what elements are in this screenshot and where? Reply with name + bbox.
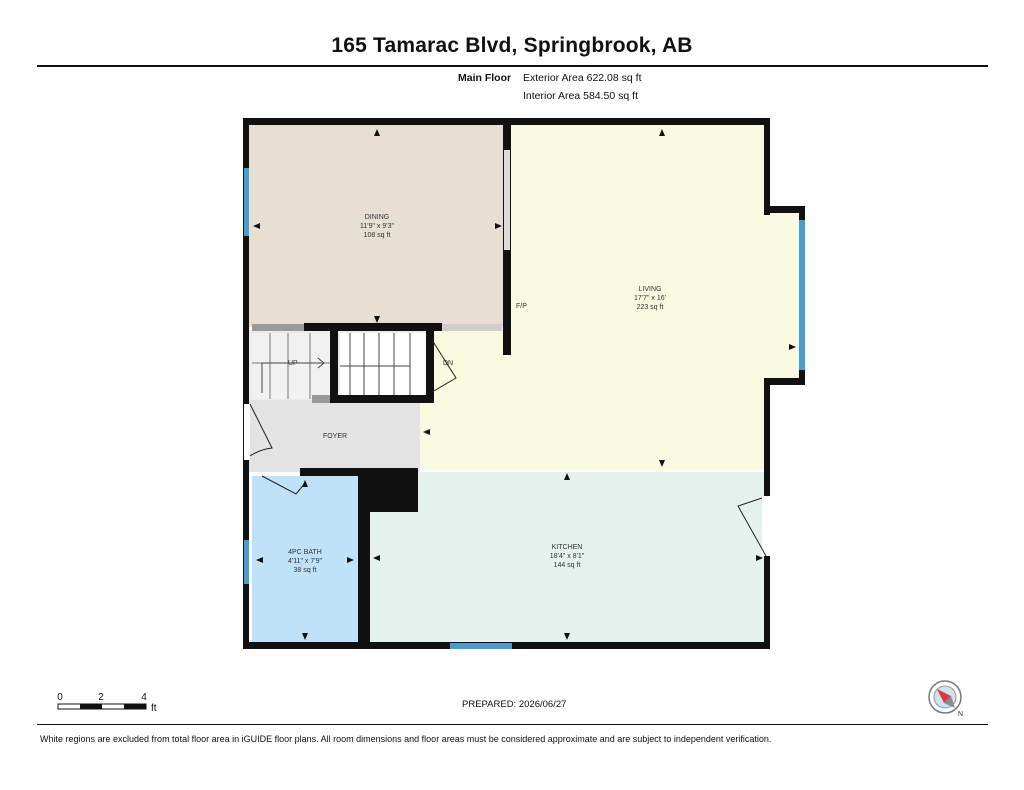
header-divider <box>37 65 988 67</box>
foyer-room <box>248 400 420 472</box>
scale-unit: ft <box>151 703 157 714</box>
kitchen-area: 144 sq ft <box>554 562 581 569</box>
exterior-area: Exterior Area 622.08 sq ft <box>523 72 642 84</box>
bath-room <box>252 476 360 645</box>
dining-name: DINING <box>365 214 390 221</box>
disclaimer: White regions are excluded from total fl… <box>40 734 772 744</box>
living-dims: 17'7" x 16' <box>634 295 666 302</box>
svg-text:N: N <box>958 711 963 718</box>
stairs-down: DN <box>340 333 453 396</box>
stairs-up: UP <box>252 333 332 403</box>
living-name: LIVING <box>639 286 662 293</box>
footer-divider <box>37 724 988 725</box>
kitchen-room <box>368 472 766 645</box>
scale-bar: 0 2 4 ft <box>57 692 157 714</box>
dimension-arrows <box>253 129 796 640</box>
dining-dims: 11'9" x 9'3" <box>360 223 394 230</box>
stairs-down-label: DN <box>443 360 453 367</box>
living-room <box>420 122 801 470</box>
floor-label: Main Floor <box>458 72 512 84</box>
doors <box>244 339 770 557</box>
foyer-name: FOYER <box>323 433 347 440</box>
scale-tick-2: 2 <box>98 692 104 703</box>
bath-dims: 4'11" x 7'9" <box>288 558 322 565</box>
dining-room <box>248 122 506 327</box>
interior-area: Interior Area 584.50 sq ft <box>523 90 638 102</box>
kitchen-dims: 18'4" x 8'1" <box>550 553 585 560</box>
fireplace-label: F/P <box>516 303 527 310</box>
stairs-up-label: UP <box>288 360 298 367</box>
compass-icon: N <box>928 680 963 718</box>
fireplace-panel <box>504 150 510 250</box>
prepared-date: PREPARED: 2026/06/27 <box>462 699 567 710</box>
bath-name: 4PC BATH <box>288 549 322 556</box>
dining-wall-light <box>252 324 304 331</box>
windows <box>244 168 805 649</box>
living-area: 223 sq ft <box>637 304 664 311</box>
page-title: 165 Tamarac Blvd, Springbrook, AB <box>331 34 693 57</box>
kitchen-name: KITCHEN <box>552 544 583 551</box>
dining-area: 108 sq ft <box>364 232 391 239</box>
living-wall-light <box>442 324 502 331</box>
scale-tick-0: 0 <box>57 692 63 703</box>
bath-area: 38 sq ft <box>294 567 317 574</box>
scale-tick-4: 4 <box>141 692 147 703</box>
